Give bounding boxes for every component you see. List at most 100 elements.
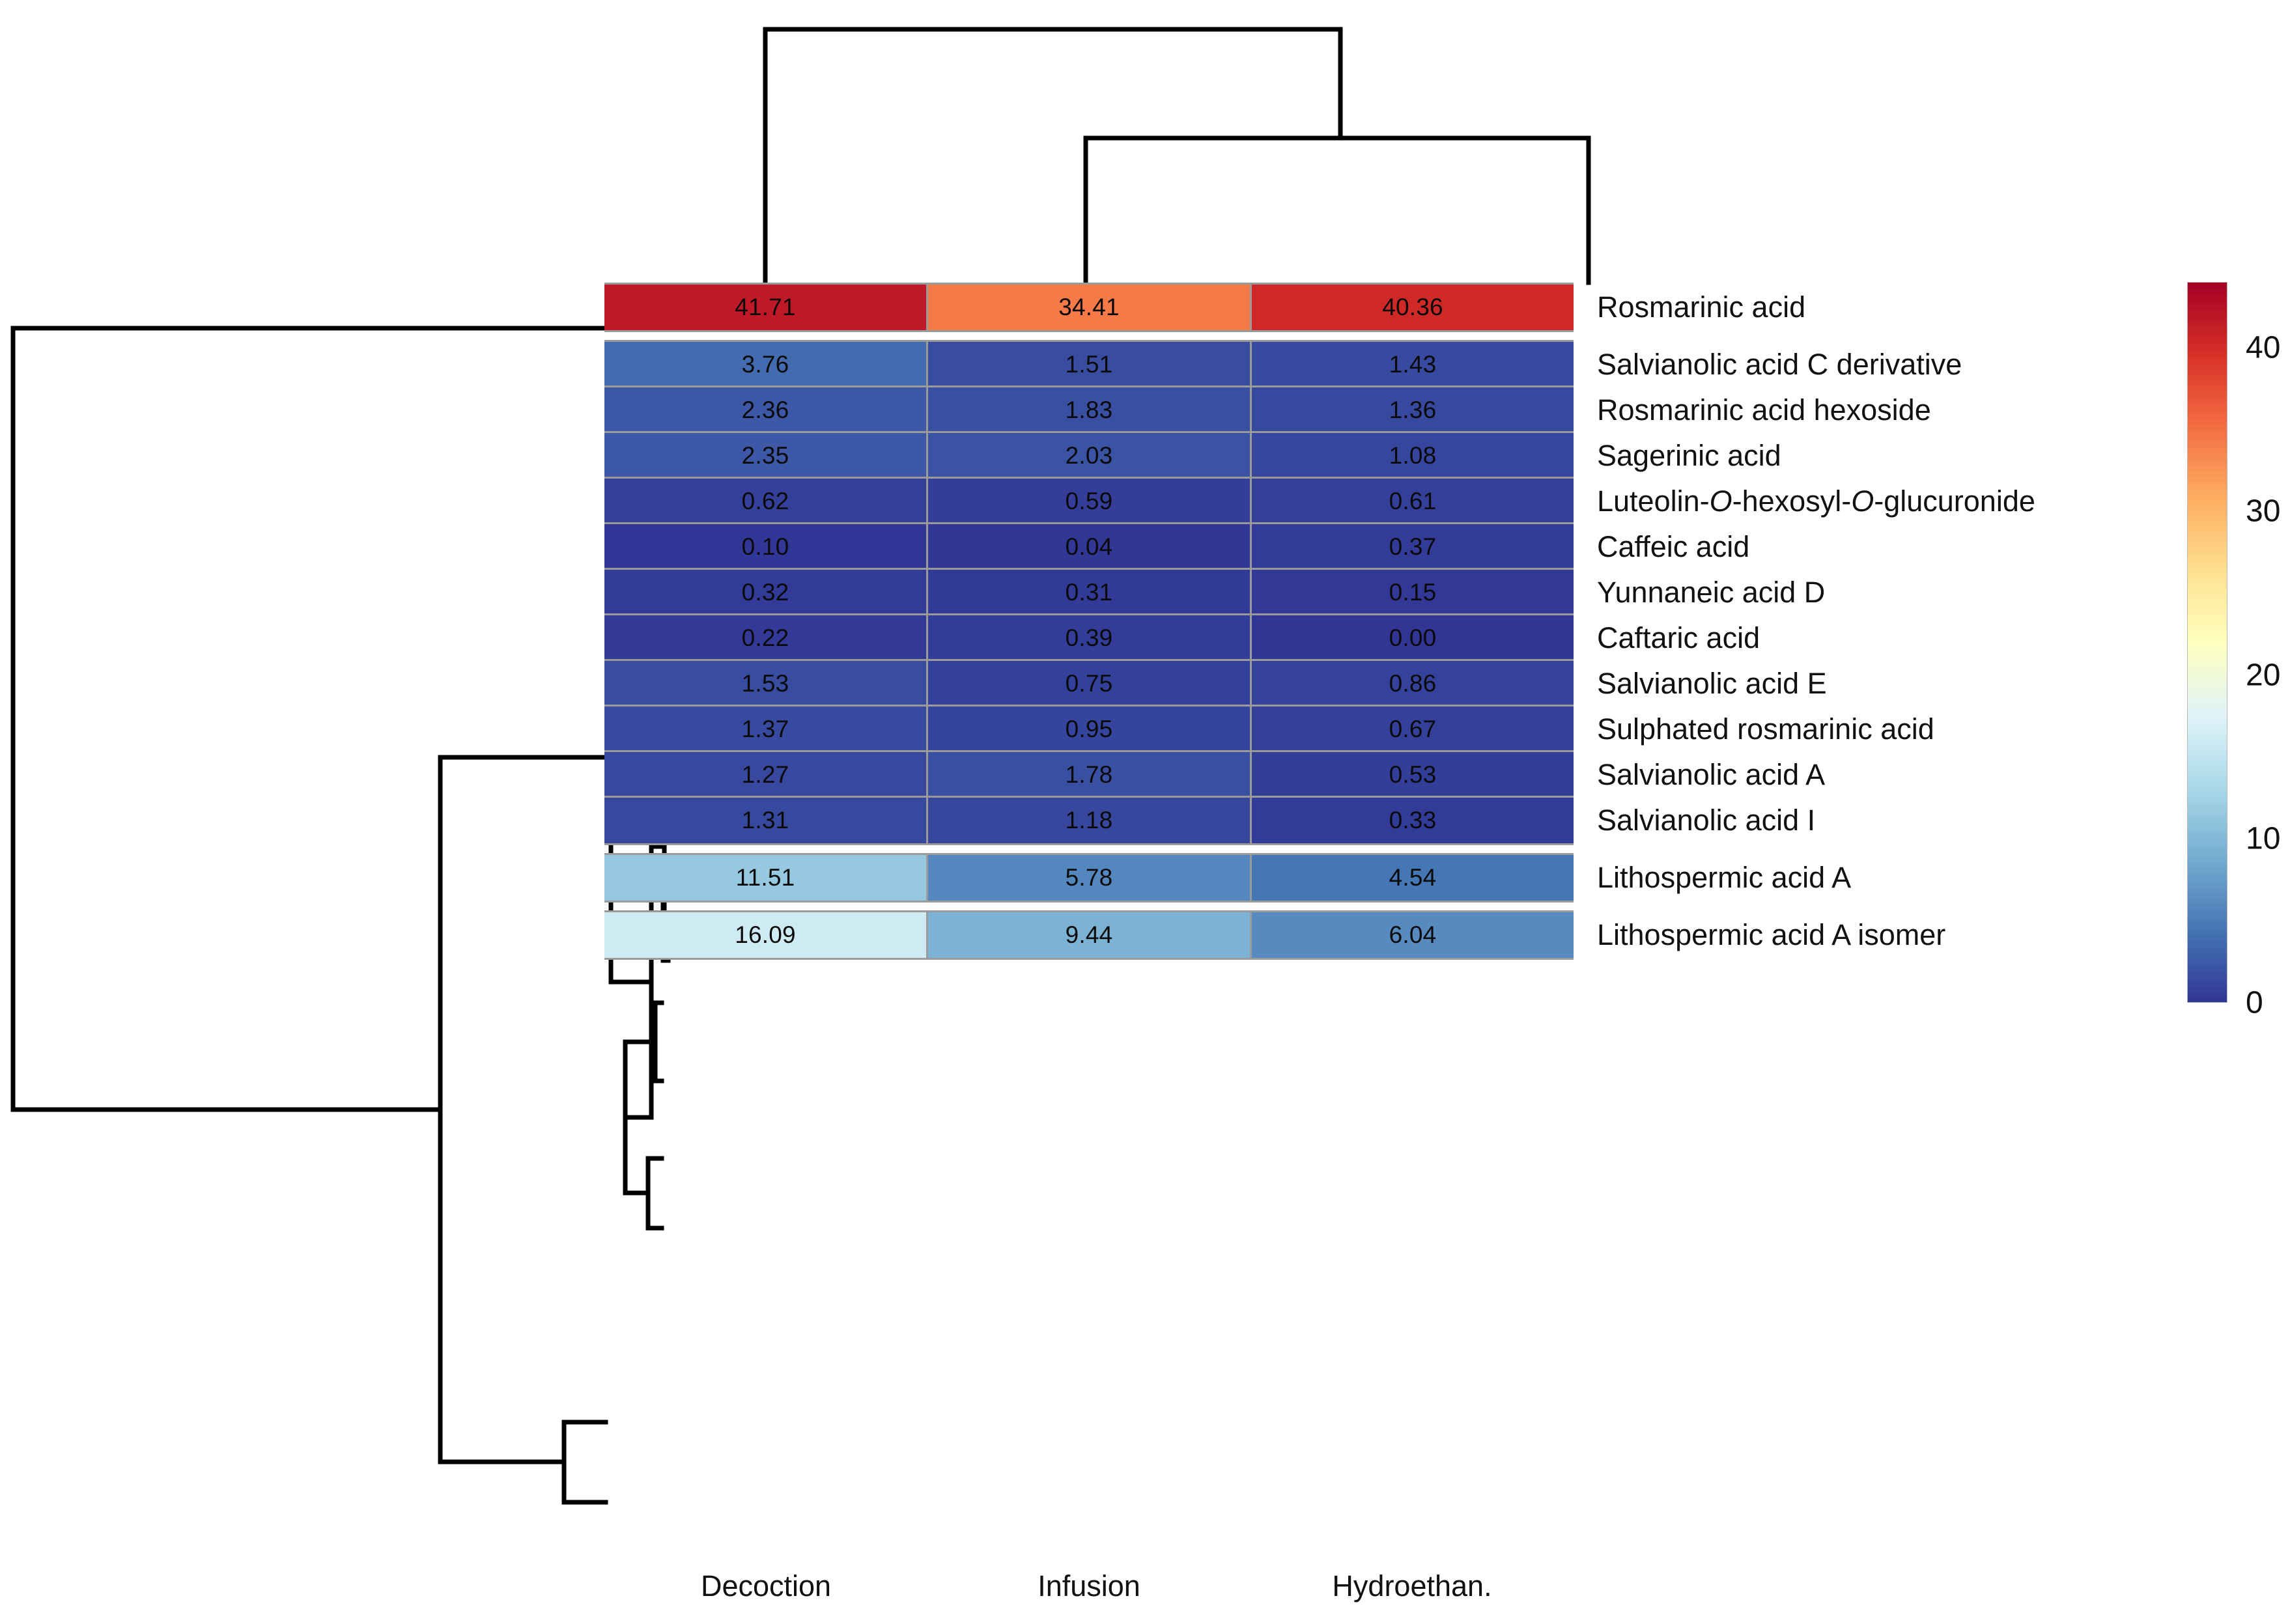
heatmap-cell-value: 1.36: [1389, 397, 1437, 423]
heatmap-cell[interactable]: 0.04: [928, 524, 1250, 570]
heatmap-cell-value: 41.71: [735, 294, 796, 320]
heatmap-cell[interactable]: 1.36: [1252, 387, 1574, 433]
heatmap-cell-value: 6.04: [1389, 921, 1437, 948]
heatmap-cell-value: 1.53: [741, 670, 789, 697]
heatmap-cell[interactable]: 11.51: [604, 855, 926, 901]
heatmap-cell[interactable]: 2.36: [604, 387, 926, 433]
heatmap-cell-value: 9.44: [1065, 921, 1113, 948]
heatmap-cell-value: 1.31: [741, 807, 789, 833]
heatmap-cell-value: 0.62: [741, 488, 789, 514]
heatmap-cell[interactable]: 0.75: [928, 661, 1250, 707]
heatmap-cell[interactable]: 1.43: [1252, 342, 1574, 387]
heatmap-cell[interactable]: 0.31: [928, 570, 1250, 615]
row-label: Yunnaneic acid D: [1597, 576, 1826, 609]
heatmap-cell[interactable]: 0.32: [604, 570, 926, 615]
column-label: Decoction: [700, 1569, 832, 1603]
heatmap-cell-value: 0.67: [1389, 716, 1437, 742]
heatmap-cell[interactable]: 9.44: [928, 912, 1250, 958]
heatmap-cell[interactable]: 40.36: [1252, 285, 1574, 330]
heatmap-cell[interactable]: 4.54: [1252, 855, 1574, 901]
heatmap-cell-value: 2.35: [741, 442, 789, 469]
heatmap-row: 1.27 1.78 0.53: [604, 750, 1574, 800]
heatmap-cell-value: 0.61: [1389, 488, 1437, 514]
heatmap-cell[interactable]: 2.03: [928, 433, 1250, 479]
heatmap-row: 0.32 0.31 0.15: [604, 568, 1574, 617]
heatmap-row: 16.09 9.44 6.04: [604, 910, 1574, 960]
heatmap-cell-value: 1.27: [741, 761, 789, 788]
heatmap-cell[interactable]: 1.08: [1252, 433, 1574, 479]
heatmap-cell[interactable]: 0.61: [1252, 479, 1574, 524]
heatmap-cell[interactable]: 1.37: [604, 707, 926, 752]
row-label: Luteolin-O-hexosyl-O-glucuronide: [1597, 484, 2035, 518]
heatmap-cell[interactable]: 34.41: [928, 285, 1250, 330]
heatmap-cell-value: 40.36: [1382, 294, 1443, 320]
heatmap-cell[interactable]: 0.59: [928, 479, 1250, 524]
row-label: Salvianolic acid A: [1597, 758, 1826, 791]
heatmap-cell[interactable]: 2.35: [604, 433, 926, 479]
heatmap-cell-value: 0.39: [1065, 624, 1113, 651]
heatmap-cell[interactable]: 16.09: [604, 912, 926, 958]
heatmap-cell-value: 34.41: [1058, 294, 1120, 320]
heatmap-cell[interactable]: 41.71: [604, 285, 926, 330]
row-label: Rosmarinic acid hexoside: [1597, 393, 1931, 427]
row-label: Lithospermic acid A: [1597, 861, 1852, 894]
heatmap-row: 0.22 0.39 0.00: [604, 613, 1574, 663]
colorbar[interactable]: [2187, 282, 2227, 1003]
row-label: Salvianolic acid I: [1597, 804, 1816, 837]
heatmap-cell[interactable]: 6.04: [1252, 912, 1574, 958]
colorbar-tick-label: 10: [2246, 821, 2281, 856]
heatmap-cell-value: 1.51: [1065, 351, 1113, 378]
heatmap-row: 1.31 1.18 0.33: [604, 796, 1574, 845]
heatmap-row: 1.53 0.75 0.86: [604, 659, 1574, 708]
colorbar-tick-label: 40: [2246, 330, 2281, 365]
heatmap-cell[interactable]: 0.15: [1252, 570, 1574, 615]
heatmap-cell[interactable]: 0.10: [604, 524, 926, 570]
heatmap-cell-value: 0.53: [1389, 761, 1437, 788]
heatmap-cell[interactable]: 0.22: [604, 615, 926, 661]
heatmap-cell[interactable]: 1.31: [604, 798, 926, 843]
row-label: Sagerinic acid: [1597, 439, 1781, 472]
row-label: Caffeic acid: [1597, 530, 1750, 563]
heatmap-cell[interactable]: 0.67: [1252, 707, 1574, 752]
heatmap-cell[interactable]: 0.95: [928, 707, 1250, 752]
heatmap-cell-value: 11.51: [735, 864, 795, 891]
heatmap-cell[interactable]: 0.37: [1252, 524, 1574, 570]
heatmap-cell-value: 0.10: [741, 533, 789, 560]
row-label: Salvianolic acid C derivative: [1597, 348, 1962, 381]
heatmap-cell-value: 16.09: [735, 921, 796, 948]
heatmap-cell[interactable]: 1.83: [928, 387, 1250, 433]
heatmap-cell-value: 4.54: [1389, 864, 1437, 891]
heatmap-cell-value: 1.83: [1065, 397, 1113, 423]
heatmap-cell-value: 1.18: [1065, 807, 1113, 833]
row-label: Sulphated rosmarinic acid: [1597, 712, 1934, 746]
heatmap-cell[interactable]: 0.39: [928, 615, 1250, 661]
heatmap-cell[interactable]: 0.53: [1252, 752, 1574, 798]
heatmap-cell[interactable]: 0.00: [1252, 615, 1574, 661]
heatmap-cell-value: 2.36: [741, 397, 789, 423]
heatmap-cell-value: 1.43: [1389, 351, 1437, 378]
heatmap-cell[interactable]: 5.78: [928, 855, 1250, 901]
heatmap-cell-value: 0.15: [1389, 579, 1437, 606]
heatmap-row: 0.62 0.59 0.61: [604, 477, 1574, 526]
colorbar-tick-label: 30: [2246, 494, 2281, 529]
heatmap-cell-value: 1.08: [1389, 442, 1437, 469]
heatmap-cell[interactable]: 3.76: [604, 342, 926, 387]
heatmap-cell[interactable]: 1.78: [928, 752, 1250, 798]
heatmap-row: 11.51 5.78 4.54: [604, 853, 1574, 903]
heatmap-cell[interactable]: 0.62: [604, 479, 926, 524]
heatmap-cell[interactable]: 1.51: [928, 342, 1250, 387]
heatmap-cell[interactable]: 0.33: [1252, 798, 1574, 843]
heatmap-cell-value: 0.86: [1389, 670, 1437, 697]
heatmap-cell-value: 0.33: [1389, 807, 1437, 833]
heatmap-cell[interactable]: 1.53: [604, 661, 926, 707]
heatmap-cell[interactable]: 0.86: [1252, 661, 1574, 707]
column-label: Hydroethan.: [1332, 1569, 1492, 1603]
heatmap-cell[interactable]: 1.27: [604, 752, 926, 798]
heatmap-cell-value: 0.75: [1065, 670, 1113, 697]
heatmap-cell[interactable]: 1.18: [928, 798, 1250, 843]
heatmap-row: 3.76 1.51 1.43: [604, 340, 1574, 389]
heatmap-cell-value: 0.32: [741, 579, 789, 606]
